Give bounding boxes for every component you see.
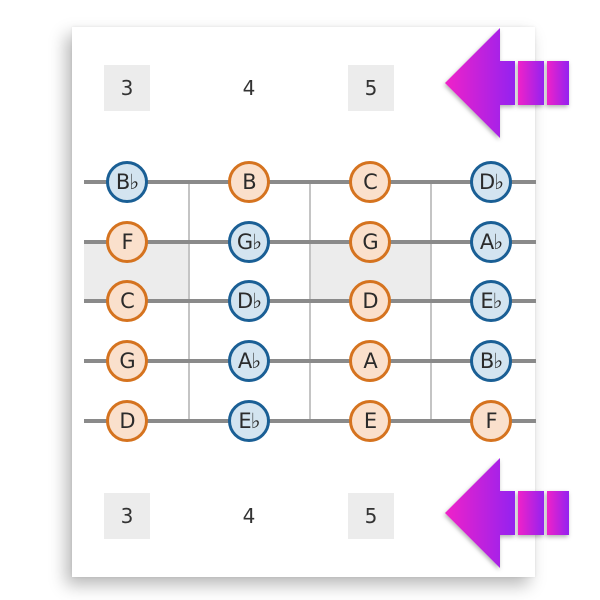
note-marker[interactable]: E♭ bbox=[228, 400, 270, 442]
note-marker[interactable]: B♭ bbox=[470, 340, 512, 382]
note-marker[interactable]: B bbox=[228, 161, 270, 203]
note-marker[interactable]: A♭ bbox=[228, 340, 270, 382]
note-marker[interactable]: F bbox=[470, 400, 512, 442]
string-3 bbox=[84, 299, 536, 303]
left-arrow-icon[interactable] bbox=[440, 458, 580, 573]
note-marker[interactable]: D♭ bbox=[470, 161, 512, 203]
string-2 bbox=[84, 240, 536, 244]
left-arrow-icon[interactable] bbox=[440, 28, 580, 143]
string-1 bbox=[84, 180, 536, 184]
fret-label-bottom-4: 4 bbox=[242, 504, 256, 528]
note-marker[interactable]: E♭ bbox=[470, 280, 512, 322]
fret-label-top-4: 4 bbox=[242, 76, 256, 100]
string-5 bbox=[84, 419, 536, 423]
note-marker[interactable]: A bbox=[349, 340, 391, 382]
note-marker[interactable]: B♭ bbox=[106, 161, 148, 203]
note-marker[interactable]: G bbox=[106, 340, 148, 382]
note-marker[interactable]: D bbox=[106, 400, 148, 442]
note-marker[interactable]: D♭ bbox=[228, 280, 270, 322]
fret-label-bottom-5: 5 bbox=[348, 493, 394, 539]
note-marker[interactable]: E bbox=[349, 400, 391, 442]
note-marker[interactable]: G bbox=[349, 221, 391, 263]
note-marker[interactable]: D bbox=[349, 280, 391, 322]
fret-label-bottom-3: 3 bbox=[104, 493, 150, 539]
string-4 bbox=[84, 359, 536, 363]
note-marker[interactable]: C bbox=[106, 280, 148, 322]
note-marker[interactable]: F bbox=[106, 221, 148, 263]
note-marker[interactable]: G♭ bbox=[228, 221, 270, 263]
note-marker[interactable]: C bbox=[349, 161, 391, 203]
fret-label-top-5: 5 bbox=[348, 65, 394, 111]
fret-label-top-3: 3 bbox=[104, 65, 150, 111]
note-marker[interactable]: A♭ bbox=[470, 221, 512, 263]
